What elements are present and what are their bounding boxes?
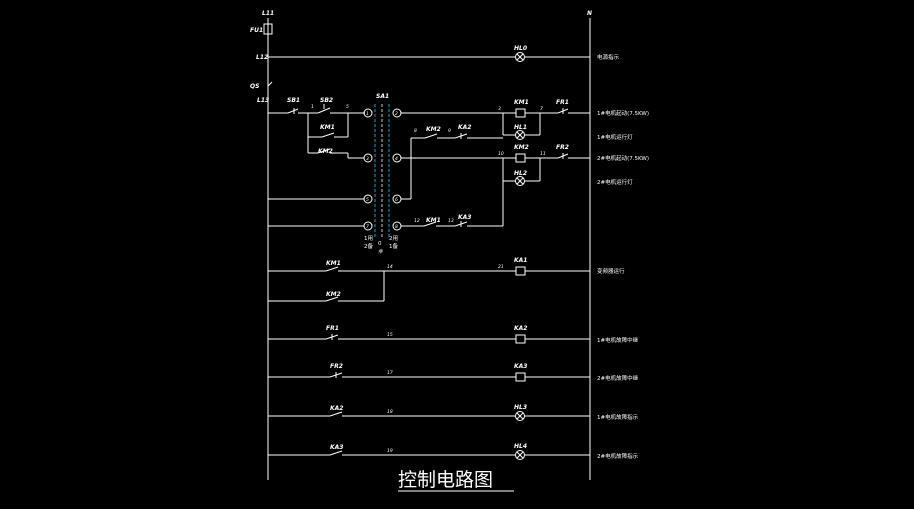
label-hl3: HL3 bbox=[514, 404, 527, 411]
right-label-7: 2#电机故障中继 bbox=[597, 374, 639, 382]
label-sb2: SB2 bbox=[320, 97, 333, 104]
svg-text:7: 7 bbox=[366, 224, 369, 230]
svg-text:4: 4 bbox=[395, 156, 398, 162]
label-ka2-interlock: KA2 bbox=[458, 124, 471, 131]
svg-text:8: 8 bbox=[395, 224, 398, 230]
label-sb1: SB1 bbox=[287, 97, 300, 104]
svg-text:17: 17 bbox=[387, 370, 393, 376]
label-ka3: KA3 bbox=[514, 363, 527, 370]
right-label-9: 2#电机故障指示 bbox=[597, 452, 639, 460]
lamp-hl4 bbox=[515, 450, 525, 460]
switch-pos2-sub: 停 bbox=[378, 249, 384, 255]
coil-ka3 bbox=[515, 372, 526, 382]
label-sa1: SA1 bbox=[376, 93, 389, 100]
right-label-6: 1#电机故障中继 bbox=[597, 336, 639, 344]
lamp-hl3 bbox=[515, 411, 525, 421]
switch-pos3-bot: 1备 bbox=[389, 242, 398, 250]
svg-text:14: 14 bbox=[387, 264, 393, 270]
svg-text:18: 18 bbox=[387, 409, 393, 415]
svg-text:5: 5 bbox=[366, 197, 369, 203]
svg-text:15: 15 bbox=[387, 332, 393, 338]
sa1-contact-3 bbox=[363, 153, 373, 163]
coil-ka2 bbox=[515, 334, 526, 344]
right-label-2: 1#电机运行灯 bbox=[597, 133, 633, 141]
right-label-1: 1#电机起动(7.5KW) bbox=[597, 109, 649, 117]
svg-text:2: 2 bbox=[395, 111, 398, 117]
switch-pos1-bot: 2备 bbox=[364, 242, 373, 250]
svg-text:19: 19 bbox=[387, 448, 393, 454]
right-label-3: 2#电机起动(7.5KW) bbox=[597, 154, 649, 162]
switch-pos2: 0 bbox=[378, 241, 382, 247]
svg-text:6: 6 bbox=[395, 197, 398, 203]
label-km2-vfd: KM2 bbox=[326, 291, 341, 298]
label-ka3-lamp: KA3 bbox=[330, 444, 343, 451]
label-ka2: KA2 bbox=[514, 325, 527, 332]
label-fr2-relay: FR2 bbox=[330, 363, 343, 370]
svg-text:12: 12 bbox=[414, 218, 420, 224]
diagram-title: 控制电路图 bbox=[398, 469, 493, 491]
label-hl1: HL1 bbox=[514, 124, 527, 131]
label-hl2: HL2 bbox=[514, 170, 527, 177]
right-label-8: 1#电机故障指示 bbox=[597, 413, 639, 421]
label-km2-interlock: KM2 bbox=[426, 126, 441, 133]
label-n: N bbox=[587, 10, 592, 17]
label-hl4: HL4 bbox=[514, 443, 527, 450]
label-l11: L11 bbox=[262, 10, 274, 17]
switch-pos1-top: 1用 bbox=[364, 235, 373, 242]
label-km1-vfd: KM1 bbox=[326, 260, 341, 267]
switch-pos3-top: 2用 bbox=[389, 235, 398, 242]
label-l13: L13 bbox=[257, 97, 269, 104]
coil-km2 bbox=[515, 153, 526, 163]
svg-text:3: 3 bbox=[366, 156, 369, 162]
svg-text:8: 8 bbox=[414, 128, 417, 134]
label-ka1: KA1 bbox=[514, 257, 527, 264]
svg-text:21: 21 bbox=[498, 264, 504, 270]
svg-text:13: 13 bbox=[448, 218, 454, 224]
right-label-0: 电源指示 bbox=[597, 53, 620, 61]
label-km1-interlock: KM1 bbox=[426, 217, 441, 224]
label-fr2-contact: FR2 bbox=[556, 144, 569, 151]
label-km1-hold: KM1 bbox=[320, 124, 335, 131]
label-fr1-contact: FR1 bbox=[556, 99, 569, 106]
svg-text:3: 3 bbox=[498, 106, 501, 112]
label-hl0: HL0 bbox=[514, 45, 527, 52]
coil-ka1 bbox=[515, 266, 526, 276]
svg-text:7: 7 bbox=[540, 106, 543, 112]
label-ka2-lamp: KA2 bbox=[330, 405, 343, 412]
label-ka3-interlock: KA3 bbox=[458, 214, 471, 221]
fuse-fu1 bbox=[263, 23, 273, 35]
svg-text:9: 9 bbox=[448, 128, 451, 134]
svg-text:10: 10 bbox=[498, 151, 504, 157]
label-l12: L12 bbox=[256, 54, 268, 61]
svg-text:1: 1 bbox=[366, 111, 369, 117]
label-km2-coil: KM2 bbox=[514, 144, 529, 151]
svg-text:1: 1 bbox=[311, 104, 314, 110]
label-fr1-relay: FR1 bbox=[326, 325, 339, 332]
right-label-4: 2#电机运行灯 bbox=[597, 178, 633, 186]
label-km2-hold: KM2 bbox=[318, 148, 333, 155]
sa1-contact-1 bbox=[363, 108, 373, 118]
coil-km1 bbox=[515, 108, 526, 118]
svg-text:5: 5 bbox=[346, 104, 349, 110]
label-km1-coil: KM1 bbox=[514, 99, 529, 106]
right-label-5: 变频器运行 bbox=[597, 267, 625, 275]
label-qs: QS bbox=[250, 83, 259, 90]
label-fu1: FU1 bbox=[250, 27, 263, 34]
lamp-hl0 bbox=[515, 52, 525, 62]
svg-text:11: 11 bbox=[540, 151, 546, 157]
